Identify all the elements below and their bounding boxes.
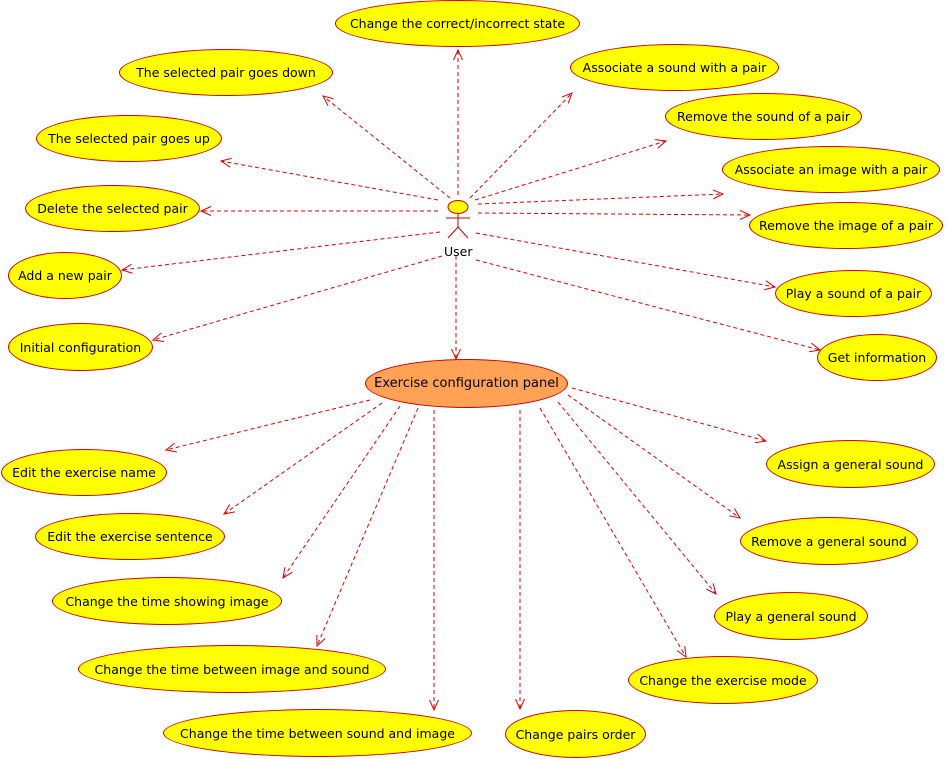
panel-use-case-node[interactable]: Exercise configuration panel xyxy=(365,359,568,408)
edge-to-selected-pair-goes-up xyxy=(219,157,439,201)
use-case-assign-general-sound[interactable]: Assign a general sound xyxy=(766,440,935,488)
use-case-add-new-pair[interactable]: Add a new pair xyxy=(8,252,122,299)
node-label: Get information xyxy=(827,350,927,365)
use-case-edit-exercise-name[interactable]: Edit the exercise name xyxy=(1,449,167,496)
edge-to-associate-sound-with-pair xyxy=(469,92,573,199)
node-label: Change the time between image and sound xyxy=(94,661,370,677)
arrowhead xyxy=(322,95,334,107)
arrowhead xyxy=(729,508,741,519)
node-label: Change the correct/incorrect state xyxy=(349,16,566,31)
node-label: Associate a sound with a pair xyxy=(582,60,767,75)
use-case-remove-general-sound[interactable]: Remove a general sound xyxy=(740,517,918,565)
edge-to-associate-image-with-pair xyxy=(477,189,725,205)
node-label: The selected pair goes down xyxy=(136,65,316,80)
use-case-delete-selected-pair[interactable]: Delete the selected pair xyxy=(25,185,200,232)
node-label: Delete the selected pair xyxy=(37,201,188,216)
use-case-remove-sound-of-pair[interactable]: Remove the sound of a pair xyxy=(665,93,862,140)
edge-to-exercise-configuration-panel xyxy=(451,256,461,361)
arrowhead xyxy=(655,139,668,149)
node-label: Exercise configuration panel xyxy=(374,376,559,391)
node-label: Play a sound of a pair xyxy=(785,286,922,301)
use-case-change-time-sound-image[interactable]: Change the time between sound and image xyxy=(163,709,472,757)
node-label: Change the time showing image xyxy=(65,593,269,609)
arrowhead xyxy=(120,263,133,274)
use-case-initial-configuration[interactable]: Initial configuration xyxy=(8,323,153,371)
node-label: Change the time between sound and image xyxy=(180,725,455,741)
arrowhead xyxy=(151,332,164,342)
arrowhead xyxy=(282,567,293,580)
arrowhead xyxy=(561,92,573,104)
node-label: Edit the exercise sentence xyxy=(47,529,213,544)
edge-to-change-exercise-mode xyxy=(539,407,687,659)
arrowhead xyxy=(222,504,235,515)
arrowhead xyxy=(164,442,177,453)
use-case-remove-image-of-pair[interactable]: Remove the image of a pair xyxy=(749,202,943,249)
edge-to-remove-image-of-pair xyxy=(477,209,752,220)
use-case-change-exercise-mode[interactable]: Change the exercise mode xyxy=(628,656,818,704)
arrowhead xyxy=(429,699,439,712)
use-case-selected-pair-goes-down[interactable]: The selected pair goes down xyxy=(119,49,333,96)
edge-to-change-time-image-sound xyxy=(316,407,419,648)
node-label: Assign a general sound xyxy=(777,456,924,472)
edge-to-change-time-showing-image xyxy=(282,405,401,580)
edge-to-remove-sound-of-pair xyxy=(474,139,668,201)
actor-label: User xyxy=(444,244,473,259)
arrowhead xyxy=(453,48,463,61)
use-case-change-time-image-sound[interactable]: Change the time between image and sound xyxy=(78,645,386,693)
use-case-get-information[interactable]: Get information xyxy=(817,334,937,381)
use-case-associate-image-with-pair[interactable]: Associate an image with a pair xyxy=(722,146,940,193)
use-case-play-sound-of-pair[interactable]: Play a sound of a pair xyxy=(775,270,932,317)
edge-to-initial-configuration xyxy=(151,255,443,342)
edge-to-edit-exercise-name xyxy=(164,399,371,453)
stick-figure-actor-icon xyxy=(446,200,470,239)
edge-to-change-pairs-order xyxy=(515,410,525,711)
arrowhead xyxy=(316,634,326,648)
edge-to-selected-pair-goes-down xyxy=(322,95,451,199)
use-case-play-general-sound[interactable]: Play a general sound xyxy=(714,592,868,640)
edge-to-change-time-sound-image xyxy=(429,410,439,712)
arrowhead xyxy=(755,433,768,444)
arrowhead xyxy=(764,280,777,291)
node-label: Add a new pair xyxy=(18,268,112,283)
edge-to-get-information xyxy=(475,259,822,353)
use-case-edit-exercise-sentence[interactable]: Edit the exercise sentence xyxy=(35,513,225,560)
arrowhead xyxy=(676,646,687,659)
edge-to-change-correct-incorrect-state xyxy=(453,48,463,195)
edge-to-assign-general-sound xyxy=(571,387,768,444)
node-label: The selected pair goes up xyxy=(48,131,210,146)
node-label: Play a general sound xyxy=(725,608,857,624)
node-label: Remove the sound of a pair xyxy=(677,109,850,124)
edge-to-play-general-sound xyxy=(557,401,717,595)
use-case-change-pairs-order[interactable]: Change pairs order xyxy=(505,710,646,758)
arrowhead xyxy=(712,189,725,200)
use-case-associate-sound-with-pair[interactable]: Associate a sound with a pair xyxy=(570,44,779,91)
node-label: Initial configuration xyxy=(19,339,142,355)
node-label: Edit the exercise name xyxy=(12,465,156,480)
edge-to-edit-exercise-sentence xyxy=(222,402,383,515)
arrowhead xyxy=(739,209,752,220)
edge-to-delete-selected-pair xyxy=(199,206,438,216)
node-label: Associate an image with a pair xyxy=(734,162,928,177)
edge-to-play-sound-of-pair xyxy=(475,232,777,291)
use-case-change-correct-incorrect-state[interactable]: Change the correct/incorrect state xyxy=(335,0,580,47)
arrowhead xyxy=(705,583,717,595)
use-case-selected-pair-goes-up[interactable]: The selected pair goes up xyxy=(36,115,222,162)
node-label: Change the exercise mode xyxy=(639,672,807,688)
node-label: Change pairs order xyxy=(515,726,636,742)
arrowhead xyxy=(199,206,212,216)
node-label: Remove a general sound xyxy=(751,533,907,549)
arrowhead xyxy=(219,157,232,168)
node-label: Remove the image of a pair xyxy=(759,218,933,233)
edge-to-remove-general-sound xyxy=(567,394,741,519)
use-case-change-time-showing-image[interactable]: Change the time showing image xyxy=(52,577,282,625)
edge-to-add-new-pair xyxy=(120,231,441,274)
arrowhead xyxy=(515,698,525,711)
